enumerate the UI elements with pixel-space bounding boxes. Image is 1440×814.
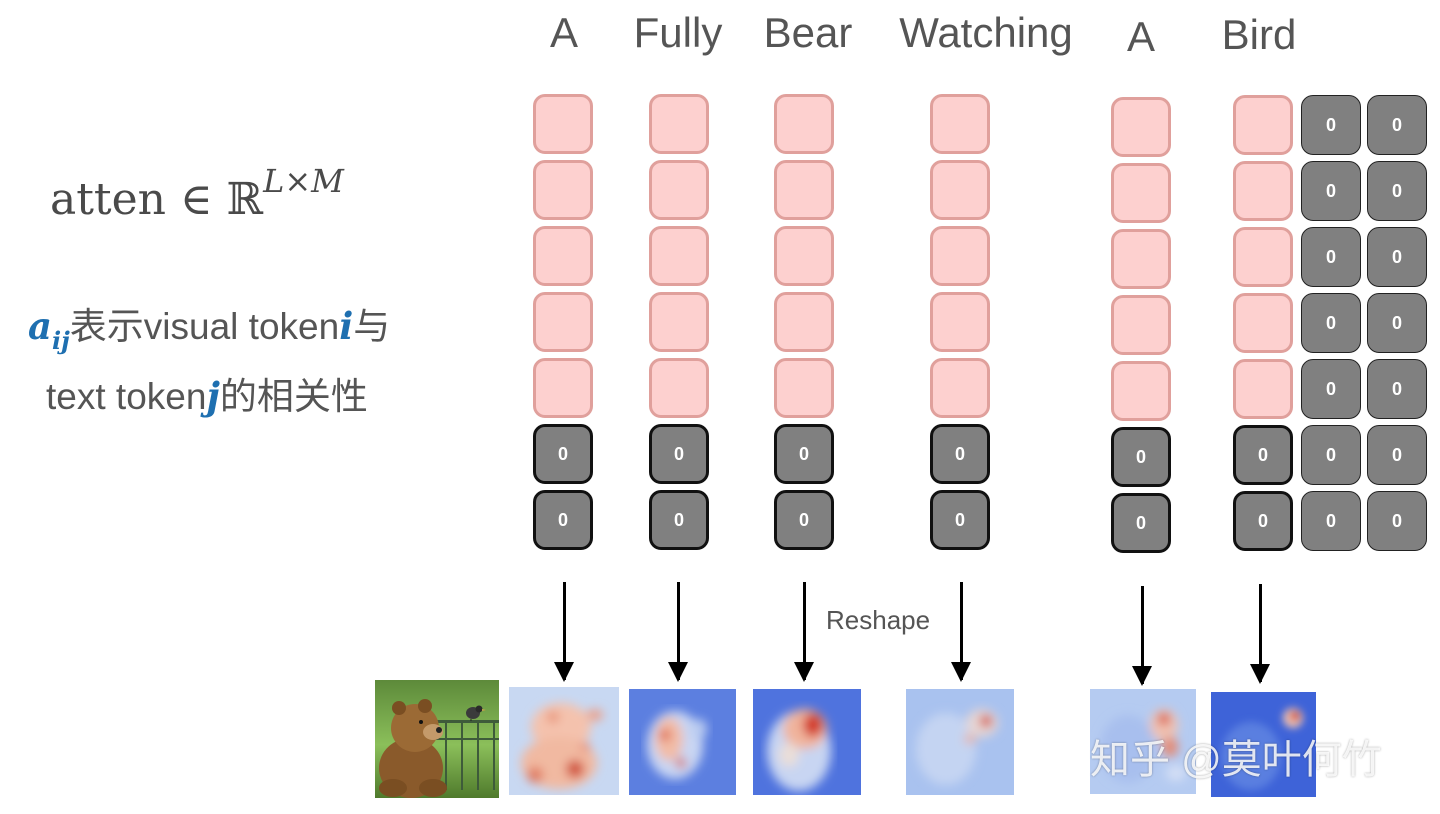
padding-cell: 0 <box>930 424 990 484</box>
attention-heatmap-watching <box>906 689 1014 795</box>
formula-base: atten ∈ ℝ <box>50 174 264 225</box>
description-tail-2: 的相关性 <box>219 376 368 417</box>
embedding-cell <box>649 358 709 418</box>
attention-formula: atten ∈ ℝL×M <box>50 162 344 225</box>
embedding-cell <box>930 94 990 154</box>
embedding-cell <box>1111 229 1171 289</box>
token-column-bird: 0 0 <box>1233 95 1297 557</box>
token-label-bear: Bear <box>763 9 853 56</box>
padding-cell: 0 <box>930 490 990 550</box>
padding-cell: 0 <box>1367 227 1427 287</box>
token-column-watching: 0 0 <box>930 94 994 556</box>
padding-cell: 0 <box>1367 293 1427 353</box>
embedding-cell <box>774 358 834 418</box>
embedding-cell <box>930 226 990 286</box>
reshape-label: Reshape <box>826 605 931 635</box>
token-column-bear: 0 0 <box>774 94 838 556</box>
reshape-arrow <box>554 582 574 682</box>
embedding-cell <box>774 292 834 352</box>
reshape-arrow <box>668 582 688 682</box>
embedding-cell <box>1111 163 1171 223</box>
var-j: j <box>206 374 220 418</box>
padding-cell: 0 <box>1111 427 1171 487</box>
watermark: 知乎 @莫叶何竹 <box>1090 738 1382 782</box>
embedding-cell <box>1111 295 1171 355</box>
token-label-fully: Fully <box>633 9 723 56</box>
token-label-watching: Watching <box>899 9 1073 56</box>
padding-cell: 0 <box>1111 493 1171 553</box>
description-tail-1: 与 <box>353 306 391 347</box>
embedding-cell <box>533 358 593 418</box>
padding-cell: 0 <box>1301 161 1361 221</box>
padding-cell: 0 <box>1367 425 1427 485</box>
embedding-cell <box>930 292 990 352</box>
token-column-a-2: 0 0 <box>1111 97 1175 559</box>
formula-superscript: L×M <box>263 162 344 200</box>
padding-cell: 0 <box>1301 95 1361 155</box>
embedding-cell <box>533 292 593 352</box>
embedding-cell <box>1233 161 1293 221</box>
padding-cell: 0 <box>1301 425 1361 485</box>
description-text-1: 表示visual token <box>69 306 340 347</box>
padding-cell: 0 <box>533 424 593 484</box>
var-a-ij: aij <box>28 304 70 355</box>
padding-cell: 0 <box>533 490 593 550</box>
token-label-bird: Bird <box>1221 11 1297 58</box>
var-i: i <box>339 304 354 348</box>
embedding-cell <box>774 226 834 286</box>
padding-cell: 0 <box>1301 359 1361 419</box>
embedding-cell <box>1233 293 1293 353</box>
attention-heatmap-a-2 <box>1090 689 1196 794</box>
padding-cell: 0 <box>649 490 709 550</box>
attention-heatmap-bear <box>753 689 861 795</box>
bear-bird-photo <box>375 680 499 798</box>
embedding-cell <box>930 358 990 418</box>
padding-column-2: 0 0 0 0 0 0 0 <box>1367 95 1431 557</box>
padding-cell: 0 <box>774 424 834 484</box>
padding-cell: 0 <box>1367 95 1427 155</box>
description-line-1: aij表示visual tokeni与 <box>28 296 390 355</box>
attention-heatmap-fully <box>629 689 736 795</box>
embedding-cell <box>533 226 593 286</box>
reshape-arrow <box>1250 584 1270 684</box>
token-label-a-2: A <box>1126 13 1156 60</box>
reshape-arrow <box>794 582 814 682</box>
token-column-a: 0 0 <box>533 94 597 556</box>
embedding-cell <box>649 226 709 286</box>
embedding-cell <box>649 160 709 220</box>
padding-cell: 0 <box>1367 359 1427 419</box>
padding-cell: 0 <box>774 490 834 550</box>
embedding-cell <box>1233 359 1293 419</box>
embedding-cell <box>1111 97 1171 157</box>
embedding-cell <box>649 94 709 154</box>
attention-heatmap-a <box>509 687 619 795</box>
token-label-a: A <box>549 9 579 56</box>
embedding-cell <box>649 292 709 352</box>
embedding-cell <box>1111 361 1171 421</box>
embedding-cell <box>533 94 593 154</box>
padding-cell: 0 <box>649 424 709 484</box>
embedding-cell <box>930 160 990 220</box>
embedding-cell <box>774 94 834 154</box>
padding-cell: 0 <box>1367 491 1427 551</box>
embedding-cell <box>1233 95 1293 155</box>
description-line-2: text tokenj的相关性 <box>46 366 368 420</box>
embedding-cell <box>533 160 593 220</box>
padding-cell: 0 <box>1301 227 1361 287</box>
padding-cell: 0 <box>1233 491 1293 551</box>
description-text-2: text token <box>46 376 207 417</box>
padding-column-1: 0 0 0 0 0 0 0 <box>1301 95 1365 557</box>
padding-cell: 0 <box>1301 491 1361 551</box>
padding-cell: 0 <box>1301 293 1361 353</box>
attention-heatmap-bird <box>1211 692 1316 797</box>
embedding-cell <box>774 160 834 220</box>
reshape-arrow <box>951 582 971 682</box>
embedding-cell <box>1233 227 1293 287</box>
reshape-arrow <box>1132 586 1152 686</box>
token-column-fully: 0 0 <box>649 94 713 556</box>
padding-cell: 0 <box>1233 425 1293 485</box>
padding-cell: 0 <box>1367 161 1427 221</box>
